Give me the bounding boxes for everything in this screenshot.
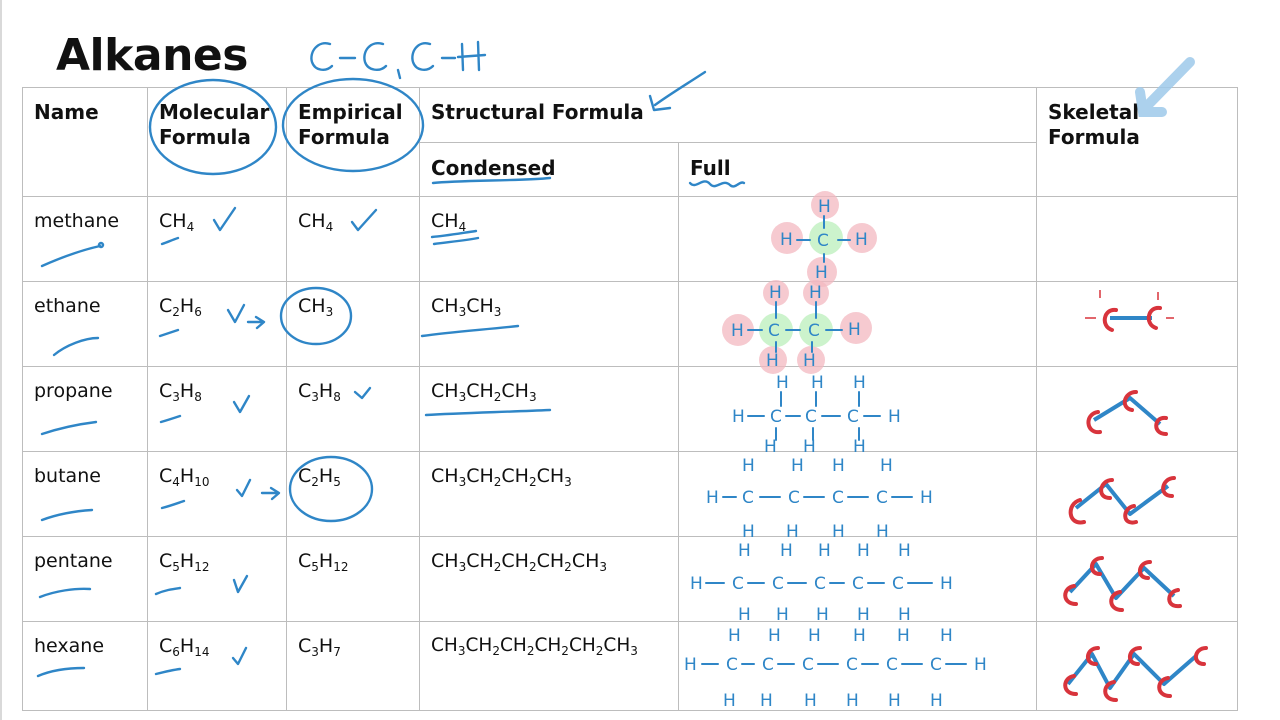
header-condensed: Condensed <box>419 142 679 197</box>
alkane-name: pentane <box>22 536 148 622</box>
table-row: propane C3H8 C3H8 CH3CH2CH3 <box>22 366 1239 452</box>
skeletal-structure <box>1036 281 1239 367</box>
empirical-formula: C2H5 <box>286 451 420 537</box>
molecular-formula: C3H8 <box>147 366 287 452</box>
full-structure <box>677 196 1038 282</box>
empirical-formula: CH3 <box>286 281 420 367</box>
header-name: Name <box>22 87 148 197</box>
full-structure <box>677 281 1038 367</box>
page-left-border <box>0 0 2 720</box>
skeletal-structure <box>1036 451 1239 537</box>
molecular-formula: C4H10 <box>147 451 287 537</box>
header-molecular-formula: Molecular Formula <box>147 87 287 197</box>
skeletal-structure <box>1036 621 1239 711</box>
table-row: hexane C6H14 C3H7 CH3CH2CH2CH2CH2CH3 <box>22 621 1239 711</box>
header-skeletal-formula: Skeletal Formula <box>1036 87 1239 197</box>
header-empirical-formula: Empirical Formula <box>286 87 420 197</box>
molecular-formula: CH4 <box>147 196 287 282</box>
alkane-name: butane <box>22 451 148 537</box>
full-structure <box>677 621 1038 711</box>
table-row: methane CH4 CH4 CH4 <box>22 196 1239 282</box>
alkane-name: propane <box>22 366 148 452</box>
skeletal-structure <box>1036 196 1239 282</box>
full-structure <box>677 451 1038 537</box>
page-title: Alkanes <box>56 30 248 81</box>
condensed-formula: CH3CH2CH2CH2CH3 <box>419 536 679 622</box>
condensed-formula: CH4 <box>419 196 679 282</box>
header-full: Full <box>677 142 1038 197</box>
empirical-formula: C3H7 <box>286 621 420 711</box>
empirical-formula: CH4 <box>286 196 420 282</box>
condensed-formula: CH3CH2CH2CH2CH2CH3 <box>419 621 679 711</box>
full-structure <box>677 366 1038 452</box>
table-row: butane C4H10 C2H5 CH3CH2CH2CH3 <box>22 451 1239 537</box>
alkanes-table: Name Molecular Formula Empirical Formula… <box>22 87 1239 711</box>
condensed-formula: CH3CH2CH3 <box>419 366 679 452</box>
molecular-formula: C2H6 <box>147 281 287 367</box>
alkane-name: ethane <box>22 281 148 367</box>
header-structural-formula: Structural Formula <box>418 87 1038 143</box>
table-row: ethane C2H6 CH3 CH3CH3 <box>22 281 1239 367</box>
molecular-formula: C5H12 <box>147 536 287 622</box>
skeletal-structure <box>1036 536 1239 622</box>
alkane-name: hexane <box>22 621 148 711</box>
molecular-formula: C6H14 <box>147 621 287 711</box>
table-row: pentane C5H12 C5H12 CH3CH2CH2CH2CH3 <box>22 536 1239 622</box>
condensed-formula: CH3CH2CH2CH3 <box>419 451 679 537</box>
empirical-formula: C5H12 <box>286 536 420 622</box>
condensed-formula: CH3CH3 <box>419 281 679 367</box>
empirical-formula: C3H8 <box>286 366 420 452</box>
alkane-name: methane <box>22 196 148 282</box>
skeletal-structure <box>1036 366 1239 452</box>
full-structure <box>677 536 1038 622</box>
